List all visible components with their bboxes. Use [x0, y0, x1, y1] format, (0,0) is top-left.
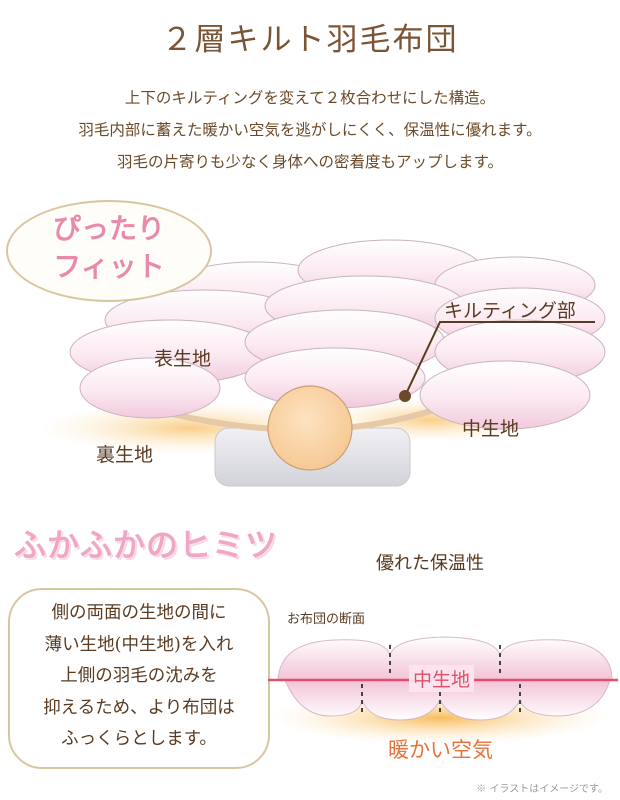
explanation-line: 側の両面の生地の間に	[51, 603, 227, 623]
fit-badge: ぴったり フィット	[6, 200, 212, 302]
secret-heading: ふかふかのヒミツ	[14, 526, 279, 564]
explanation-line: 上側の羽毛の沈みを	[60, 666, 218, 686]
fit-badge-line1: ぴったり	[52, 212, 165, 245]
inner-fabric-label: 裏生地	[96, 444, 154, 466]
heat-retention-title: 優れた保温性	[376, 553, 484, 574]
cross-section-illustration	[268, 636, 618, 744]
lead-line: 上下のキルティングを変えて２枚合わせにした構造。	[124, 89, 496, 107]
warm-air-label: 暖かい空気	[388, 738, 493, 762]
middle-fabric-section-label: 中生地	[409, 665, 475, 692]
quilting-label: キルティング部	[444, 300, 576, 322]
lead-line: 羽毛の片寄りも少なく身体への密着度もアップします。	[117, 153, 503, 171]
image-note: ※ イラストはイメージです。	[476, 784, 608, 795]
explanation-line: ふっくらとします。	[61, 729, 217, 749]
explanation-box: 側の両面の生地の間に 薄い生地(中生地)を入れ 上側の羽毛の沈みを 抑えるため、…	[8, 588, 270, 769]
middle-fabric-label: 中生地	[462, 418, 520, 440]
fit-badge-line2: フィット	[53, 250, 165, 283]
futon-illustration	[40, 239, 606, 487]
outer-fabric-label: 表生地	[154, 348, 212, 370]
explanation-line: 抑えるため、より布団は	[43, 697, 235, 718]
cross-section-label: お布団の断面	[287, 612, 366, 627]
page-title: ２層キルト羽毛布団	[161, 22, 459, 58]
explanation-line: 薄い生地(中生地)を入れ	[44, 634, 234, 655]
lead-text: 上下のキルティングを変えて２枚合わせにした構造。 羽毛内部に蓄えた暖かい空気を逃…	[0, 82, 620, 178]
lead-line: 羽毛内部に蓄えた暖かい空気を逃がしにくく、保温性に優れます。	[78, 121, 542, 139]
